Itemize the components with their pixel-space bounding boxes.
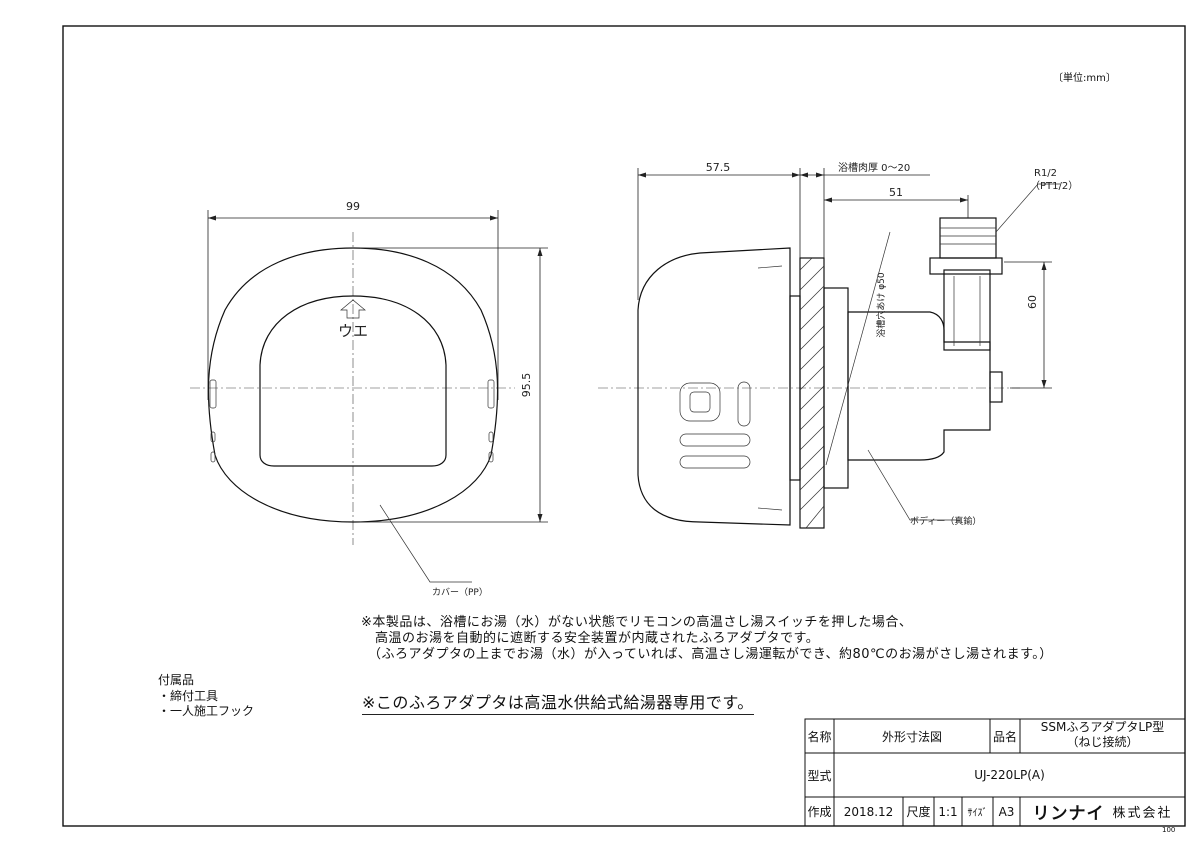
title-block-grid xyxy=(804,718,1186,827)
cover-leader xyxy=(379,504,472,583)
body-outline xyxy=(847,311,991,461)
cover-right-vent xyxy=(488,431,494,443)
dim-cover-height: 95.5 xyxy=(520,373,533,398)
side-hole-oval xyxy=(679,455,751,469)
hole-label: 浴槽穴あけ φ50 xyxy=(875,272,887,338)
cover-outline xyxy=(207,247,499,523)
accessory-item: ・締付工具 xyxy=(158,689,219,703)
company-logo: リンナイ xyxy=(1032,804,1105,824)
tb-name-value: 外形寸法図 xyxy=(881,729,942,744)
unit-label: 〔単位:mm〕 xyxy=(1053,73,1116,84)
side-view: 57.5 浴槽肉厚 0〜20 51 60 R1/2 （PT1/2） 浴槽穴あけ … xyxy=(598,161,1078,529)
note-line-1: ※本製品は、浴槽にお湯（水）がない状態でリモコンの高温さし湯スイッチを押した場合… xyxy=(361,615,913,630)
tb-company: リンナイ 株式会社 xyxy=(1020,797,1185,826)
body-outlet xyxy=(989,371,1003,403)
side-cover-line xyxy=(757,265,783,269)
cover-left-slot xyxy=(209,379,217,409)
cover-material-label: カバー（PP） xyxy=(432,587,488,598)
cover-left-vent xyxy=(210,451,216,463)
tb-product-label: 品名 xyxy=(992,729,1017,744)
highlight-note: ※このふろアダプタは高温水供給式給湯器専用です。 xyxy=(362,689,754,715)
side-hole-oval xyxy=(679,433,751,447)
tb-date: 2018.12 xyxy=(843,804,894,819)
tb-product-value: SSMふろアダプタLP型 （ねじ接続） xyxy=(1020,720,1185,753)
front-view: ウエ 99 95.5 カバー（PP） xyxy=(190,200,548,598)
body-leader xyxy=(867,449,960,521)
tb-size: A3 xyxy=(998,804,1015,819)
note-line-2: 高温のお湯を自動的に遮断する安全装置が内蔵されたふろアダプタです。 xyxy=(375,631,820,646)
sheet-border xyxy=(62,25,1186,827)
thread-fitting xyxy=(939,217,997,259)
accessory-item: ・一人施工フック xyxy=(158,704,255,718)
thread-alt-label: （PT1/2） xyxy=(1030,180,1078,192)
note-line-3: （ふろアダプタの上までお湯（水）が入っていれば、高温さし湯運転ができ、約80℃の… xyxy=(368,647,1053,662)
tb-scale: 1:1 xyxy=(938,804,958,819)
tb-size-label: ｻｲｽﾞ xyxy=(967,808,988,819)
up-arrow-icon xyxy=(340,299,366,319)
tub-wall xyxy=(799,257,825,529)
up-mark-label: ウエ xyxy=(338,322,368,340)
side-hole-square xyxy=(679,382,721,422)
dim-arrows xyxy=(800,172,824,178)
tub-wall-hatch xyxy=(799,257,825,529)
side-hole-slot xyxy=(737,381,751,427)
cover-right-vent xyxy=(488,451,494,463)
body-material-label: ボディー（真鍮） xyxy=(910,515,981,527)
thread-leader xyxy=(995,183,1060,233)
cover-inner-opening xyxy=(259,295,447,467)
side-hole-inner xyxy=(689,391,711,413)
tb-model-label: 型式 xyxy=(807,768,832,783)
thread-label: R1/2 xyxy=(1034,168,1057,179)
side-cover-profile xyxy=(637,247,791,526)
pipe-vertical xyxy=(943,269,991,351)
side-cover-line xyxy=(757,507,783,511)
tb-name-label: 名称 xyxy=(807,729,832,744)
cover-right-slot xyxy=(487,379,495,409)
dim-cover-width: 99 xyxy=(346,200,360,213)
dim-pipe-height: 60 xyxy=(1026,295,1039,309)
tb-scale-label: 尺度 xyxy=(906,805,931,819)
dim-body-depth: 51 xyxy=(889,186,903,199)
tb-product-line1: SSMふろアダプタLP型 xyxy=(1040,720,1165,734)
accessories-title: 付属品 xyxy=(158,673,195,687)
hole-leader xyxy=(825,231,891,466)
cover-left-vent xyxy=(210,431,216,443)
tb-model-value: UJ-220LP(A) xyxy=(974,768,1045,782)
dim-total-depth: 57.5 xyxy=(706,161,731,174)
thread-nut xyxy=(929,257,1003,275)
page-code: 100 xyxy=(1162,826,1176,834)
tb-made-label: 作成 xyxy=(807,805,832,819)
dim-tub-wall: 浴槽肉厚 0〜20 xyxy=(838,161,910,174)
tb-product-line2: （ねじ接続） xyxy=(1066,735,1139,749)
company-suffix: 株式会社 xyxy=(1112,806,1173,821)
